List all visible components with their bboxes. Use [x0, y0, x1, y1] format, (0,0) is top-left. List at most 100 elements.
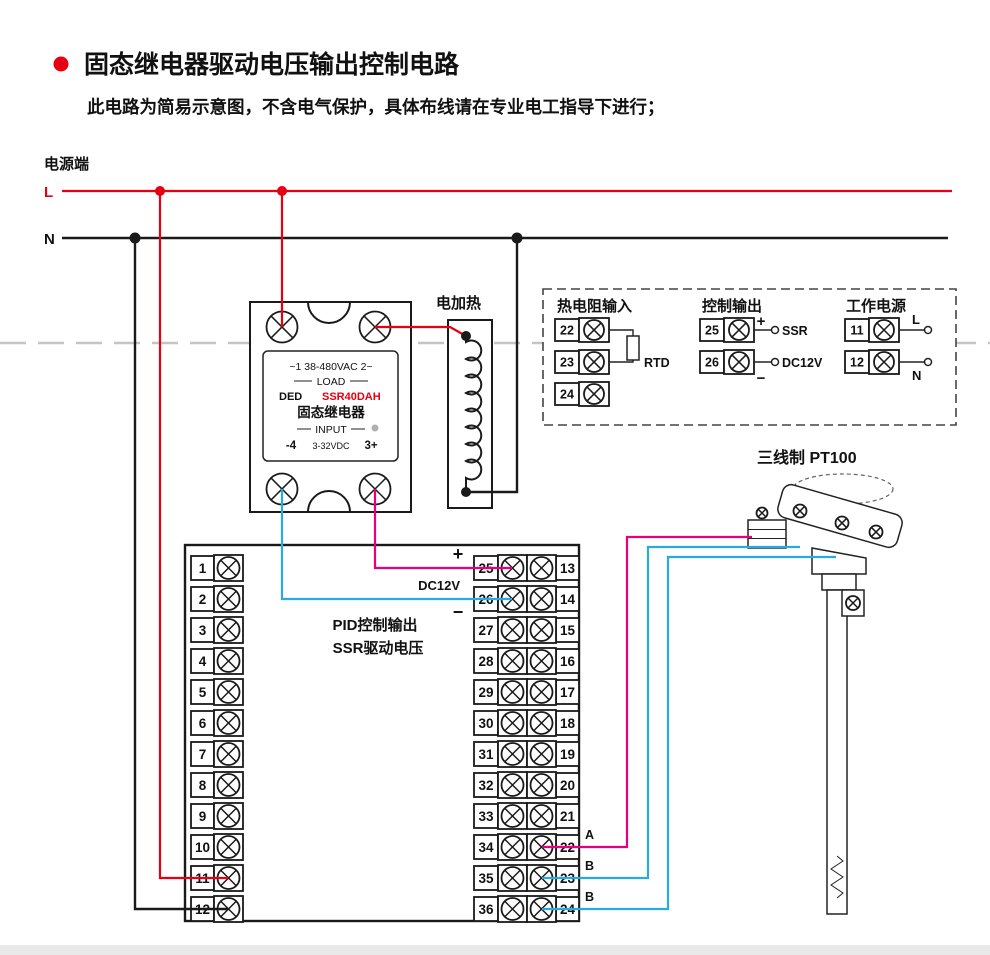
terminal-cell: 6 — [190, 709, 244, 737]
ssr-input-label: INPUT — [315, 424, 347, 436]
terminal-cell: 17 — [526, 678, 580, 706]
screw-icon — [728, 319, 750, 341]
screw-icon — [500, 556, 525, 580]
pwr-l-node-icon — [923, 325, 933, 335]
screw-icon — [583, 351, 605, 373]
ssr-brand: DED — [279, 391, 302, 403]
terminal-number: 28 — [478, 654, 494, 669]
ssr-load-label: LOAD — [317, 376, 346, 388]
heater-top-terminal-dot — [461, 331, 471, 341]
heater: 电加热 — [436, 294, 493, 509]
terminal-cell: 11 — [844, 317, 900, 343]
heater-bottom-terminal-dot — [461, 487, 471, 497]
ssr-indicator-led — [371, 424, 379, 432]
ctrl-plus-label: + — [757, 313, 766, 330]
ssr-input-pos: 3+ — [364, 440, 377, 452]
screw-icon — [728, 351, 750, 373]
screw-icon — [834, 515, 850, 531]
heater-body-outline — [447, 319, 493, 509]
ctrl-out2-label: DC12V — [782, 356, 823, 370]
screw-icon — [500, 680, 525, 704]
terminal-number: 12 — [850, 356, 864, 370]
heater-label: 电加热 — [436, 294, 481, 312]
terminal-cell: 2 — [190, 585, 244, 613]
terminal-number: 21 — [560, 809, 576, 824]
screw-icon — [216, 649, 241, 673]
pwr-n-node-icon — [923, 357, 933, 367]
terminal-number: 14 — [560, 592, 576, 607]
wires — [133, 191, 836, 911]
sensor-label: 三线制 PT100 — [757, 448, 857, 467]
terminal-cell: 12 — [190, 895, 244, 923]
wire-label-b2: B — [585, 890, 594, 904]
screw-icon — [529, 897, 554, 921]
terminal-cell: 19 — [526, 740, 580, 768]
ssr-input-neg: -4 — [286, 440, 297, 452]
rtd-wire-top — [609, 329, 634, 336]
wire-label-b1: B — [585, 859, 594, 873]
terminal-cell: 1 — [190, 554, 244, 582]
ctrl-minus-label: − — [757, 370, 766, 387]
sensor-probe — [826, 589, 848, 915]
screw-icon — [216, 680, 241, 704]
screw-icon — [500, 618, 525, 642]
ssr-input-voltage: 3-32VDC — [312, 441, 350, 451]
dc12v-label: DC12V — [418, 578, 460, 593]
terminal-cell: 8 — [190, 771, 244, 799]
wire-sensor-b2 — [542, 555, 836, 911]
terminal-cell: 22 — [554, 317, 610, 343]
screw-icon — [216, 711, 241, 735]
terminal-number: 36 — [478, 902, 494, 917]
ssr-label-panel — [262, 350, 399, 462]
terminal-cell: 18 — [526, 709, 580, 737]
terminal-number: 30 — [478, 716, 493, 731]
line-l-label: L — [44, 184, 53, 201]
terminal-number: 18 — [560, 716, 576, 731]
screw-icon — [500, 835, 525, 859]
page-bottom-divider — [0, 945, 990, 955]
screw-icon — [216, 587, 241, 611]
pwr-n-label: N — [912, 368, 921, 383]
terminal-cell: 4 — [190, 647, 244, 675]
screw-icon — [529, 711, 554, 735]
terminal-cell: 26 — [699, 349, 755, 375]
junction-dots — [129, 186, 523, 497]
terminal-cell: 32 — [473, 771, 528, 799]
terminal-cell: 7 — [190, 740, 244, 768]
screw-icon — [216, 742, 241, 766]
wire-label-a: A — [585, 828, 594, 842]
screw-icon — [792, 503, 808, 519]
screw-icon — [216, 835, 241, 859]
screw-icon — [529, 742, 554, 766]
sensor-neck — [811, 547, 867, 575]
screw-icon — [216, 804, 241, 828]
terminal-cell: 29 — [473, 678, 528, 706]
pid-output-label-2: SSR驱动电压 — [333, 639, 424, 657]
junction-dot-l2 — [277, 186, 287, 196]
screw-icon — [873, 351, 895, 373]
terminal-cell: 20 — [526, 771, 580, 799]
terminal-number: 13 — [560, 561, 576, 576]
dc-plus-label: + — [453, 544, 464, 564]
wire-heater-to-n — [466, 238, 519, 494]
terminal-cell: 31 — [473, 740, 528, 768]
screw-icon — [755, 506, 769, 520]
junction-dot-n1 — [129, 232, 141, 244]
terminal-cell: 23 — [554, 349, 610, 375]
terminal-number: 31 — [478, 747, 494, 762]
terminal-number: 27 — [478, 623, 493, 638]
terminal-cell: 14 — [526, 585, 580, 613]
screw-icon — [216, 866, 241, 890]
screw-icon — [868, 524, 884, 540]
terminal-number: 20 — [560, 778, 575, 793]
wire-ssr-minus-to-terminal-26 — [280, 489, 512, 601]
ssr-name: 固态继电器 — [297, 404, 365, 420]
screw-icon — [583, 319, 605, 341]
terminal-cell: 36 — [473, 895, 528, 923]
title-bullet-icon — [53, 56, 69, 72]
ssr-module: ~1 38-480VAC 2~ LOAD DED SSR40DAH 固态继电器 … — [249, 301, 412, 513]
pid-output-label-1: PID控制输出 — [332, 616, 417, 634]
screw-icon — [529, 804, 554, 828]
screw-icon — [529, 587, 554, 611]
